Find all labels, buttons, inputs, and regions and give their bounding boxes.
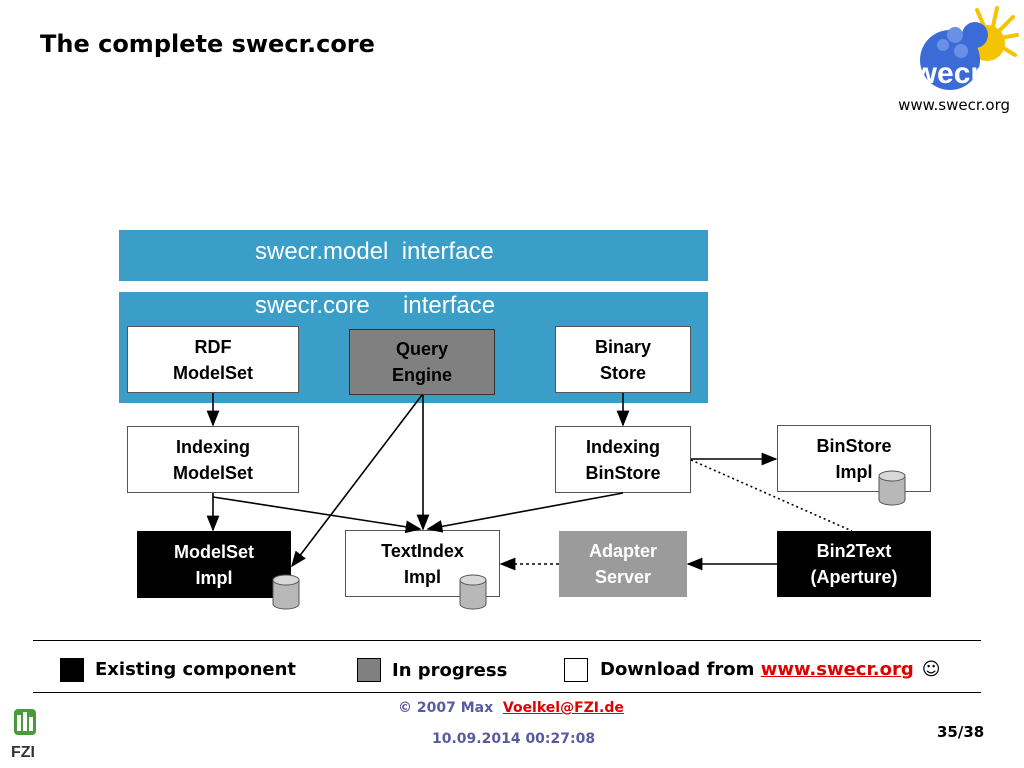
indexing-modelset-box: Indexing ModelSet <box>127 426 299 493</box>
smiley-icon: ☺ <box>921 659 941 680</box>
legend-download-prefix: Download from <box>600 659 761 680</box>
fzi-logo: FZI <box>8 705 42 763</box>
arrow-indexing-modelset-to-textindex <box>212 496 422 534</box>
core-interface-label: swecr.core interface <box>255 292 496 319</box>
rdf-modelset-box: RDF ModelSet <box>127 326 299 393</box>
modelset-impl-box: ModelSet Impl <box>137 531 291 598</box>
fzi-logo-text: FZI <box>11 744 35 761</box>
query-engine-box: Query Engine <box>349 329 495 395</box>
legend-existing-swatch <box>60 658 84 682</box>
arrow-indexing-binstore-to-textindex <box>426 492 624 533</box>
database-icon <box>459 574 487 610</box>
legend-progress-swatch <box>357 658 381 682</box>
textindex-impl-box: TextIndex Impl <box>345 530 500 597</box>
legend-download-label: Download from www.swecr.org ☺ <box>600 659 941 680</box>
page-number: 35/38 <box>937 723 985 741</box>
download-link[interactable]: www.swecr.org <box>760 659 914 680</box>
legend-bottom-rule <box>33 692 981 693</box>
swecr-logo: swecr <box>895 5 1020 95</box>
database-icon <box>878 470 906 506</box>
legend-top-rule <box>33 640 981 641</box>
model-interface-band: swecr.model interface <box>119 230 708 281</box>
swecr-logo-graphic: swecr <box>897 6 1019 90</box>
bin2text-box: Bin2Text (Aperture) <box>777 531 931 597</box>
footer-copyright: © 2007 Max Voelkel@FZI.de <box>398 700 624 716</box>
legend-existing-label: Existing component <box>95 659 297 680</box>
model-interface-label: swecr.model interface <box>255 238 494 265</box>
copyright-text: © 2007 Max <box>398 700 494 716</box>
binary-store-box: Binary Store <box>555 326 691 393</box>
database-icon <box>272 574 300 610</box>
arrow-query-to-modelset-impl <box>291 394 423 568</box>
fzi-logo-graphic: FZI <box>11 709 36 761</box>
slide-title: The complete swecr.core <box>40 30 375 58</box>
legend-download-swatch <box>564 658 588 682</box>
logo-text: swecr <box>897 57 982 90</box>
footer-date: 10.09.2014 00:27:08 <box>432 731 596 747</box>
dotted-indexing-to-bin2text <box>690 459 853 532</box>
legend-progress-label: In progress <box>392 660 508 681</box>
email-link[interactable]: Voelkel@FZI.de <box>502 700 624 716</box>
adapter-server-box: Adapter Server <box>559 531 687 597</box>
logo-url: www.swecr.org <box>898 96 1010 114</box>
